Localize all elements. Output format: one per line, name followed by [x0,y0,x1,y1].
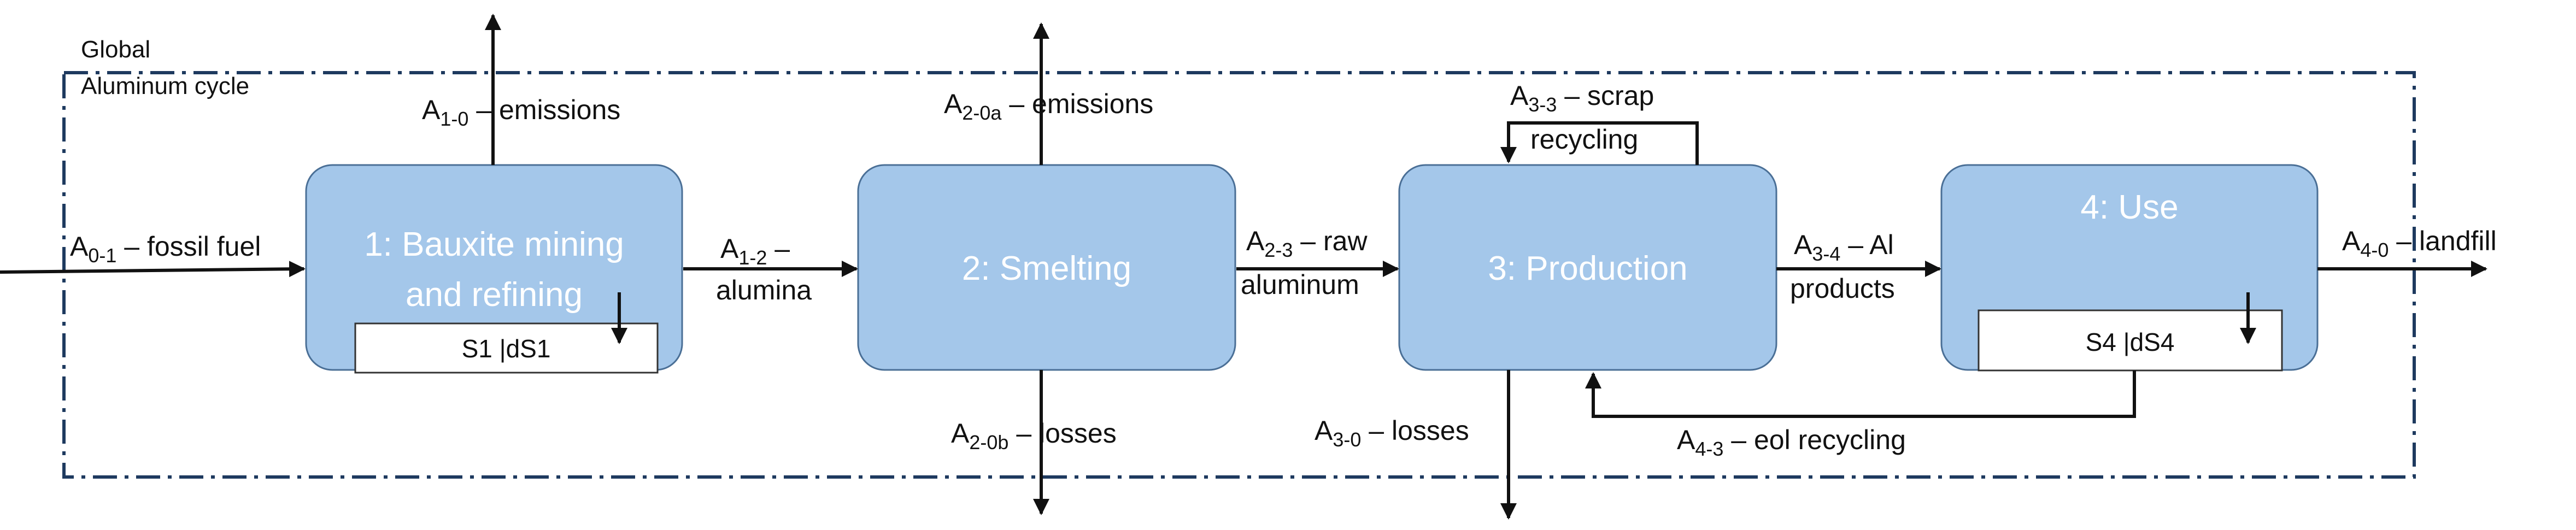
process-title-production: 3: Production [1488,250,1687,287]
flow-label-a01: A0-1 – fossil fuel [70,231,261,267]
flow-label-a23: A2-3 – raw [1246,226,1368,261]
flow-arrow-a43 [1585,370,2136,418]
flow-label-a43: A4-3 – eol recycling [1677,425,1906,460]
process-title-bauxite-line2: and refining [406,276,583,314]
boundary-label-line1: Global [81,36,150,63]
flow-label-a34-line2: products [1790,273,1895,304]
stock-box-s1 [354,322,659,374]
flow-label-a10: A1-0 – emissions [422,95,620,130]
flow-label-a33: A3-3 – scrap [1510,80,1654,116]
stock-label-s1: S1 |dS1 [462,334,551,363]
process-title-smelting: 2: Smelting [962,250,1131,287]
stock-label-s4: S4 |dS4 [2086,328,2175,356]
process-title-use: 4: Use [2080,189,2178,226]
flow-arrow-a33 [1500,121,1699,165]
flow-label-a34: A3-4 – Al [1794,229,1894,265]
flow-label-a33-line2: recycling [1530,124,1638,155]
flow-label-a30: A3-0 – losses [1315,415,1469,451]
flow-label-a20b: A2-0b – losses [951,418,1117,454]
flow-label-a23-line2: aluminum [1241,269,1359,300]
flow-label-a40: A4-0 – landfill [2342,226,2497,261]
flow-arrow-a01 [0,261,306,278]
flow-label-a12-line2: alumina [716,275,812,305]
process-box-smelting[interactable] [857,164,1236,371]
flow-label-a20a: A2-0a – emissions [944,89,1153,124]
stock-box-s4 [1978,309,2283,372]
system-boundary [62,71,2416,479]
boundary-label-line2: Aluminum cycle [81,73,249,99]
process-title-bauxite-line1: 1: Bauxite mining [364,226,624,263]
flow-label-a12: A1-2 – [720,233,790,269]
